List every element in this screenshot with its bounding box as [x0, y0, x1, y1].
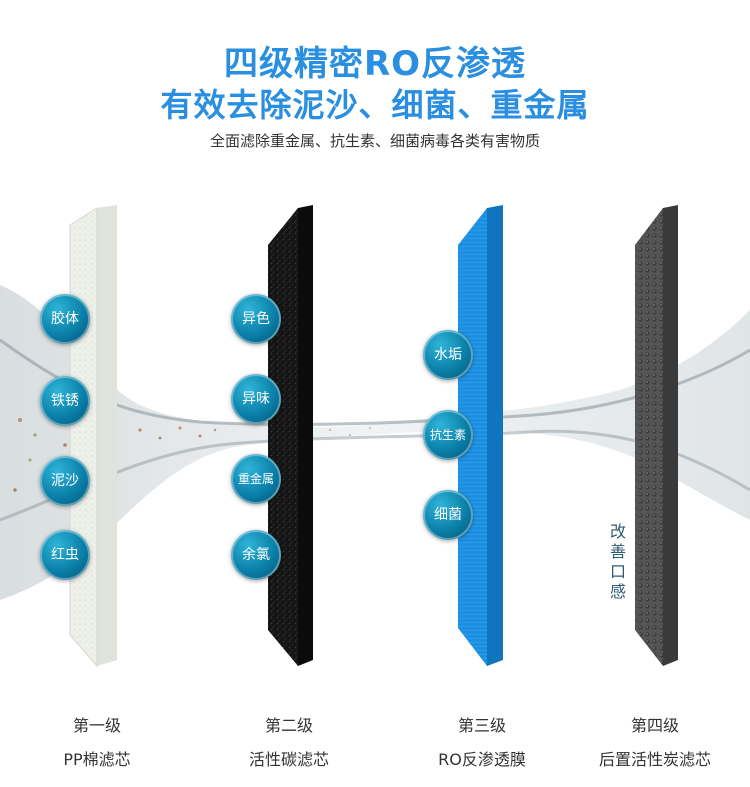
- stage-1-name: PP棉滤芯: [63, 750, 131, 769]
- stage-1-label: 第一级 PP棉滤芯: [12, 712, 182, 770]
- stage-2-name: 活性碳滤芯: [248, 750, 329, 769]
- stage-3-name: RO反渗透膜: [438, 750, 526, 769]
- carbon-filter-edge: [298, 205, 313, 666]
- badge-red-worm: 红虫: [40, 530, 90, 580]
- badge-odd-color: 异色: [231, 294, 281, 344]
- improve-taste-text: 改善口感: [609, 522, 626, 601]
- badge-heavy-metal: 重金属: [231, 454, 281, 504]
- stage-4-name: 后置活性炭滤芯: [598, 750, 711, 769]
- filter-illustration: [0, 205, 750, 668]
- ro-membrane-edge: [487, 205, 503, 666]
- stage-2-level: 第二级: [264, 716, 313, 735]
- badge-residual-chlorine: 余氯: [231, 530, 281, 580]
- carbon-filter-panel: [268, 208, 298, 666]
- stage-4-level: 第四级: [630, 716, 679, 735]
- badge-odd-taste: 异味: [231, 374, 281, 424]
- badge-colloid: 胶体: [40, 294, 90, 344]
- pp-filter-edge: [97, 205, 117, 666]
- stage-2-label: 第二级 活性碳滤芯: [204, 712, 374, 770]
- subtitle: 全面滤除重金属、抗生素、细菌病毒各类有害物质: [209, 132, 540, 150]
- badge-antibiotic: 抗生素: [423, 410, 473, 460]
- title-line-1: 四级精密RO反渗透: [223, 44, 527, 84]
- filtration-scene: 胶体 铁锈 泥沙 红虫 异色 异味 重金属 余氯 水垢 抗生素 细菌 改善口感: [0, 190, 750, 670]
- badge-scale: 水垢: [423, 330, 473, 380]
- stage-4-label: 第四级 后置活性炭滤芯: [570, 712, 740, 770]
- badge-sediment: 泥沙: [40, 456, 90, 506]
- badge-bacteria: 细菌: [423, 490, 473, 540]
- badge-rust: 铁锈: [40, 376, 90, 426]
- post-carbon-edge: [663, 205, 678, 666]
- stage-1-level: 第一级: [72, 716, 121, 735]
- stage-3-level: 第三级: [457, 716, 506, 735]
- pp-filter-panel: [69, 207, 98, 668]
- stage-3-label: 第三级 RO反渗透膜: [397, 712, 567, 770]
- title-line-2: 有效去除泥沙、细菌、重金属: [160, 86, 590, 124]
- post-carbon-panel: [635, 208, 663, 666]
- water-stream: [0, 285, 750, 600]
